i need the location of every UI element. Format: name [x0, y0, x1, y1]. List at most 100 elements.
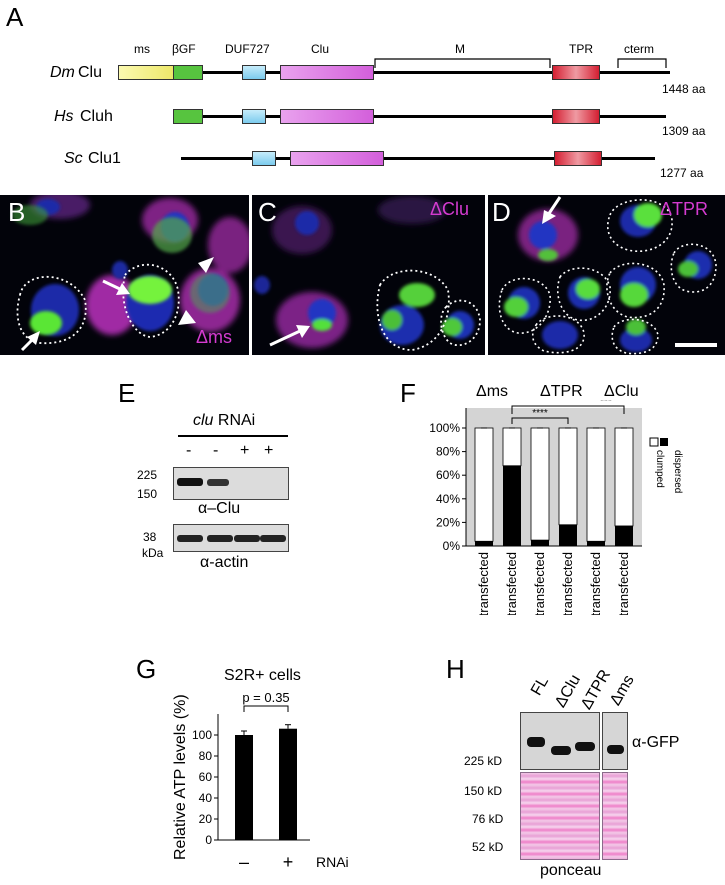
- x-category-label: transfected: [504, 552, 519, 615]
- domain-brackets: [374, 58, 667, 68]
- chart-g-ylabel: Relative ATP levels (%): [172, 694, 189, 860]
- domain-label-m: M: [455, 42, 465, 56]
- x-category-label: –: [239, 852, 249, 872]
- chart-f-plot-background: [466, 408, 642, 546]
- group-label-clu: ΔClu: [604, 383, 639, 400]
- stain-label: ponceau: [540, 862, 602, 879]
- chart-f-ytick-label: 100%: [429, 421, 460, 435]
- bar-clumped: [530, 427, 550, 541]
- significance-label-1: ****: [532, 408, 548, 419]
- band: [207, 479, 229, 486]
- domain-label-clu: Clu: [311, 42, 330, 56]
- x-category-label: transfected: [560, 552, 575, 615]
- bar-atp: [235, 735, 253, 840]
- clu-domain: [280, 109, 374, 124]
- antibody-label: α-GFP: [632, 734, 680, 751]
- bar-clumped: [558, 427, 578, 526]
- micrograph-b: B Δms: [0, 195, 249, 355]
- bar-clumped: [614, 427, 634, 527]
- chart-f-ytick-label: 0%: [443, 539, 461, 553]
- protein-species-sc: Sc: [64, 150, 83, 167]
- x-category-label: untransfected: [476, 552, 491, 615]
- legend-swatch-dispersed: [660, 438, 668, 446]
- band: [207, 535, 233, 542]
- micrograph-b-tag: Δms: [196, 327, 233, 347]
- band: [234, 535, 260, 542]
- marker-225: 225: [137, 468, 158, 482]
- bgf-domain: [173, 65, 203, 80]
- panel-h-label: H: [446, 654, 465, 684]
- chart-f-ytick-label: 80%: [436, 445, 460, 459]
- kda-unit: kDa: [142, 546, 164, 560]
- panel-a-label: A: [6, 2, 24, 32]
- bar-dispersed: [503, 465, 521, 546]
- protein-species-dm: Dm: [50, 64, 75, 81]
- significance-bracket-1: [511, 417, 569, 424]
- marker-38: 38: [143, 530, 157, 544]
- tpr-domain: [552, 65, 600, 80]
- protein-length-dm: 1448 aa: [662, 82, 706, 96]
- band: [551, 746, 571, 755]
- lane-fl: FL: [528, 673, 553, 699]
- legend-label-clumped: clumped: [654, 450, 665, 488]
- significance-bracket-2: [511, 405, 625, 414]
- domain-label-cterm: cterm: [624, 42, 654, 56]
- domain-label-ms: ms: [134, 42, 150, 56]
- pvalue-bracket: [243, 705, 289, 712]
- micrograph-c-tag: ΔClu: [430, 199, 470, 219]
- h-marker-225: 225 kD: [464, 754, 503, 768]
- ponceau-dms: [602, 772, 628, 860]
- micrograph-d-label: D: [492, 197, 511, 227]
- protein-species-hs: Hs: [54, 108, 74, 125]
- chart-f-ytick-label: 60%: [436, 468, 460, 482]
- bgf-domain: [173, 109, 203, 124]
- domain-label-bgf: βGF: [172, 42, 196, 56]
- h-marker-76: 76 kD: [472, 812, 504, 826]
- protein-line-dm: [118, 71, 670, 74]
- duf727-domain: [242, 109, 266, 124]
- chart-f: 100% 80% 60% 40% 20% 0% untransfected transfect…: [429, 400, 683, 615]
- panel-e-label: E: [118, 378, 136, 408]
- chart-g-ytick-label: 60: [199, 770, 213, 784]
- lane-1-label: -: [186, 442, 192, 459]
- protein-length-sc: 1277 aa: [660, 166, 704, 180]
- blot-clu-label: α–Clu: [198, 500, 241, 517]
- bar-dispersed: [531, 540, 549, 546]
- group-label-tpr: ΔTPR: [540, 383, 583, 400]
- protein-name-hs: Cluh: [80, 108, 113, 125]
- chart-f-ytick-label: 20%: [436, 515, 460, 529]
- band: [177, 478, 203, 486]
- ms-domain: [118, 65, 174, 80]
- x-category-label: +: [283, 852, 294, 872]
- panel-g-label: G: [136, 654, 157, 684]
- clu-domain: [280, 65, 374, 80]
- panel-f-label: F: [400, 378, 416, 408]
- duf727-domain: [252, 151, 276, 166]
- group-label-ms: Δms: [476, 383, 509, 400]
- significance-label-2: ***: [600, 400, 612, 407]
- protein-name-dm: Clu: [78, 64, 103, 81]
- chart-g-title: S2R+ cells: [224, 667, 301, 684]
- lane-dtpr: ΔTPR: [578, 667, 615, 713]
- lane-2-label: -: [213, 442, 219, 459]
- band: [177, 535, 203, 542]
- domain-label-duf727: DUF727: [225, 42, 270, 56]
- protein-line-hs: [173, 115, 666, 118]
- band: [260, 535, 286, 542]
- blot-actin: [173, 524, 289, 552]
- chart-g-ytick-label: 0: [205, 833, 212, 847]
- marker-150: 150: [137, 487, 158, 501]
- chart-f-ytick-label: 40%: [436, 492, 460, 506]
- blot-clu: [173, 467, 289, 500]
- protein-line-sc: [181, 157, 655, 160]
- domain-label-tpr: TPR: [569, 42, 593, 56]
- clu-domain: [290, 151, 384, 166]
- band: [575, 742, 595, 751]
- micrograph-d: D ΔTPR: [488, 195, 725, 355]
- x-category-label: transfected: [616, 552, 631, 615]
- tpr-domain: [552, 109, 600, 124]
- tpr-domain: [554, 151, 602, 166]
- bar-dispersed: [475, 541, 493, 546]
- protein-length-hs: 1309 aa: [662, 124, 706, 138]
